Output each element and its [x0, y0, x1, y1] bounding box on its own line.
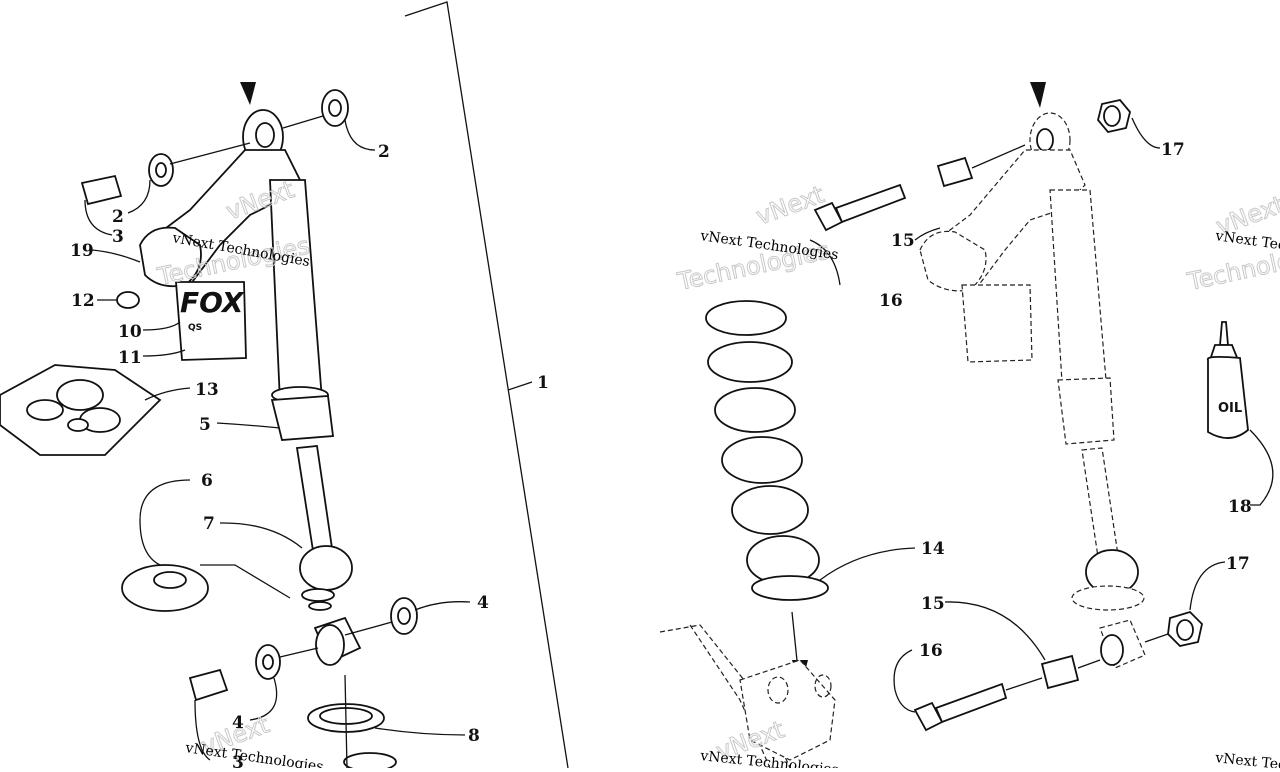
watermark-company-4: vNext Technologies	[183, 740, 324, 768]
callout-2b: 2	[112, 207, 124, 227]
callout-12: 12	[71, 291, 95, 311]
watermarks: vNext Technologies vNext Technologies vN…	[154, 175, 1280, 772]
callout-8: 8	[468, 726, 480, 746]
orientation-arrow-icon-right	[1030, 82, 1046, 108]
callout-10: 10	[118, 322, 142, 342]
callout-11: 11	[118, 348, 142, 368]
callout-4a: 4	[477, 593, 489, 613]
assembly-bracket	[404, 1, 569, 769]
callout-19: 19	[70, 241, 94, 261]
leader-lines	[84, 117, 1274, 761]
bushing-lower-15	[1040, 654, 1101, 690]
bushing-upper-15	[936, 144, 1026, 188]
callout-15a: 15	[891, 231, 915, 251]
callout-2a: 2	[378, 142, 390, 162]
callout-5: 5	[199, 415, 211, 435]
watermark-company-6: vNext Technologies	[1214, 750, 1280, 768]
callout-17a: 17	[1161, 140, 1185, 160]
callout-4b: 4	[232, 713, 244, 733]
callout-6: 6	[201, 471, 213, 491]
bushing-lower-left	[188, 597, 418, 702]
callout-7: 7	[203, 514, 215, 534]
callout-13: 13	[195, 380, 219, 400]
callout-numbers: 1 2 2 3 3 4 4 5 6 7 8 10 11 12 13 14 15 …	[70, 140, 1252, 772]
callout-3b: 3	[232, 753, 244, 768]
shock-brand-label: FOX	[180, 286, 245, 319]
spanner-ring-8	[307, 674, 397, 772]
orientation-arrow-icon	[240, 82, 256, 105]
oil-bottle-label: OIL	[1218, 401, 1242, 416]
frame-mount	[659, 624, 836, 769]
seal-kit-13	[0, 364, 162, 456]
bolt-lower-16	[913, 677, 1043, 732]
nut-lower-17	[1144, 610, 1203, 647]
callout-16a: 16	[879, 291, 903, 311]
spring-retainer-6	[121, 564, 291, 612]
callout-14: 14	[921, 539, 945, 559]
coil-spring-14	[705, 300, 829, 691]
shock-absorber-left: FOX QS	[139, 82, 362, 666]
callout-15b: 15	[921, 594, 945, 614]
oil-bottle-18: OIL	[1206, 321, 1249, 439]
callout-1: 1	[537, 373, 549, 393]
callout-16b: 16	[919, 641, 943, 661]
callout-3a: 3	[112, 227, 124, 247]
shock-sub-label: QS	[188, 323, 202, 333]
callout-18: 18	[1228, 497, 1252, 517]
bolt-upper-16	[813, 183, 907, 232]
bushing-top-left	[80, 89, 349, 206]
o-ring-12	[116, 291, 140, 309]
callout-17b: 17	[1226, 554, 1250, 574]
watermark-brand-2: vNext	[752, 180, 827, 230]
watermark-company-5: vNext Technologies	[699, 748, 840, 768]
shock-absorber-right	[919, 82, 1146, 669]
nut-upper-17	[1097, 99, 1131, 133]
